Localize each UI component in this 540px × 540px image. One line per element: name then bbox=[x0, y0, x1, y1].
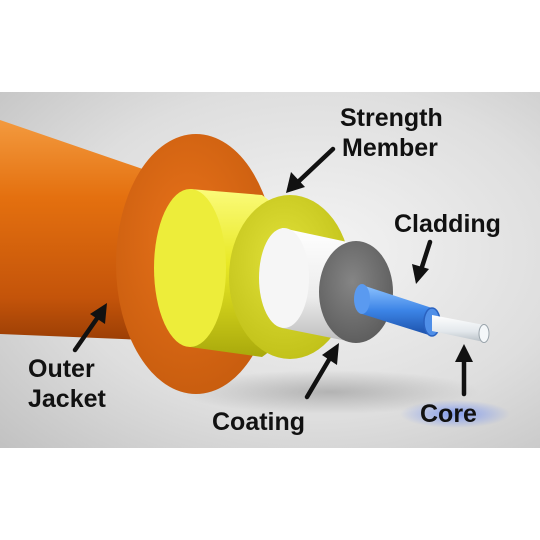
label-cladding: Cladding bbox=[394, 210, 501, 238]
arrow-strength-member bbox=[295, 146, 336, 185]
arrows bbox=[72, 146, 473, 400]
label-core: Core bbox=[420, 400, 477, 428]
label-outer-jacket-line2: Jacket bbox=[28, 385, 107, 413]
label-outer-jacket-line1: Outer bbox=[28, 355, 95, 383]
strength-member-back bbox=[154, 189, 226, 347]
arrow-cladding-head bbox=[412, 264, 429, 284]
arrow-outer-jacket-head bbox=[90, 303, 107, 324]
cladding-back bbox=[354, 284, 370, 314]
arrow-strength-member-head bbox=[286, 172, 305, 193]
fiber-optic-cable-diagram: Strength Member Cladding Outer Jacket Co… bbox=[0, 92, 540, 448]
arrow-coating-head bbox=[322, 343, 339, 365]
diagram-panel: Strength Member Cladding Outer Jacket Co… bbox=[0, 92, 540, 448]
blue-glow bbox=[400, 400, 510, 428]
core bbox=[432, 315, 488, 342]
label-strength-member-line2: Member bbox=[342, 134, 438, 162]
arrow-core-head bbox=[455, 344, 473, 362]
arrow-cladding bbox=[418, 239, 433, 273]
label-strength-member-line1: Strength bbox=[340, 104, 443, 132]
cable-shadow bbox=[180, 370, 480, 414]
label-coating: Coating bbox=[212, 408, 305, 436]
arrow-outer-jacket bbox=[72, 314, 101, 353]
coating-back bbox=[259, 228, 309, 328]
core-end bbox=[478, 324, 490, 343]
arrow-coating bbox=[304, 355, 333, 400]
cladding bbox=[362, 285, 438, 336]
